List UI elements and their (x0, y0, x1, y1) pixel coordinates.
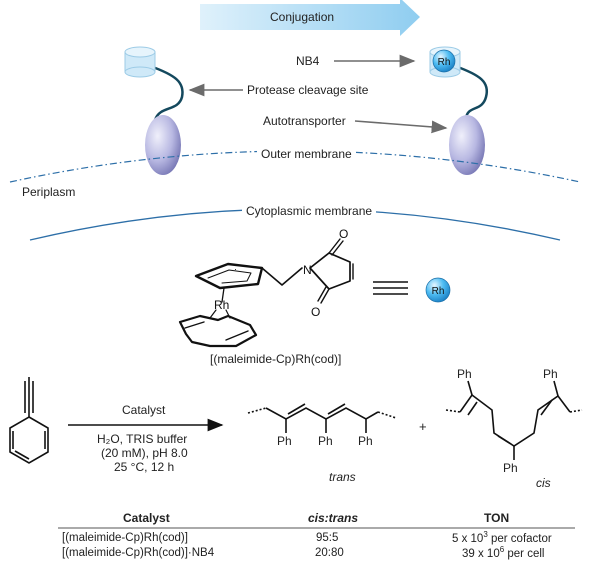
phenylacetylene-structure (9, 377, 49, 464)
ph-label: Ph (457, 367, 472, 381)
left-construct (124, 46, 184, 175)
right-autotransporter (449, 115, 485, 175)
complex-n-label: N (303, 263, 312, 277)
autotransporter-arrow (354, 120, 448, 134)
complex-o-bottom: O (311, 305, 320, 319)
condition-line-1: H₂O, TRIS buffer (97, 432, 188, 446)
table-row-2-ton-exp: 6 (499, 545, 505, 554)
svg-text:·: · (234, 264, 237, 274)
rh-ball-complex (425, 277, 451, 303)
rh-ball-top (432, 49, 456, 73)
ph-label: Ph (543, 367, 558, 381)
table-row-1-catalyst: [(maleimide-Cp)Rh(cod)] (62, 532, 188, 544)
right-construct: Rh (429, 46, 489, 175)
rh-ball-complex-label: Rh (432, 286, 445, 297)
table-row-1-ton-base: 5 x 10 (452, 532, 484, 545)
table-row-1-ton: 5 x 103 per cofactor (452, 530, 552, 545)
equivalence-sign (373, 281, 408, 295)
table-row-1-ratio: 95:5 (316, 532, 339, 544)
condition-line-2: (20 mM), pH 8.0 (101, 446, 188, 460)
conjugation-label: Conjugation (270, 10, 335, 24)
conjugation-arrow (200, 0, 420, 36)
cis-label: cis (536, 476, 551, 490)
condition-line-3: 25 °C, 12 h (114, 460, 175, 474)
trans-polymer-structure (247, 403, 397, 433)
periplasm-label: Periplasm (22, 185, 76, 199)
table-header-ton: TON (484, 511, 510, 525)
table-row-2-ratio: 20:80 (315, 547, 344, 559)
plus-sign: + (419, 419, 427, 434)
table-row-2-ton-base: 39 x 10 (462, 547, 500, 560)
cis-polymer-structure (445, 380, 583, 460)
complex-rh-label: Rh (214, 298, 229, 312)
outer-membrane-label: Outer membrane (257, 147, 356, 161)
table-row-1-ton-exp: 3 (483, 530, 488, 539)
trans-label: trans (329, 470, 356, 484)
complex-o-top: O (339, 227, 348, 241)
table-row-1-ton-unit: per cofactor (487, 532, 552, 545)
left-autotransporter (145, 115, 181, 175)
table-row-2-ton: 39 x 106 per cell (462, 545, 544, 560)
table-header-catalyst: Catalyst (123, 511, 170, 525)
catalyst-label: Catalyst (122, 403, 166, 417)
complex-name-label: [(maleimide-Cp)Rh(cod)] (210, 352, 342, 366)
ph-label: Ph (318, 434, 333, 448)
ph-label: Ph (358, 434, 373, 448)
autotransporter-label: Autotransporter (263, 114, 346, 128)
complex-structure: · (178, 238, 354, 348)
outer-membrane-line (9, 150, 581, 183)
cytoplasmic-membrane-label: Cytoplasmic membrane (242, 204, 377, 218)
table-row-2-ton-unit: per cell (504, 547, 545, 560)
table-row-2-catalyst: [(maleimide-Cp)Rh(cod)]·NB4 (62, 547, 215, 559)
nb4-label: NB4 (296, 54, 320, 68)
left-cylinder (124, 46, 156, 78)
ph-label: Ph (503, 461, 518, 475)
ph-label: Ph (277, 434, 292, 448)
table-header-ratio: cis:trans (308, 511, 359, 525)
protease-cleavage-label: Protease cleavage site (247, 83, 369, 97)
rh-ball-top-label: Rh (438, 57, 451, 68)
